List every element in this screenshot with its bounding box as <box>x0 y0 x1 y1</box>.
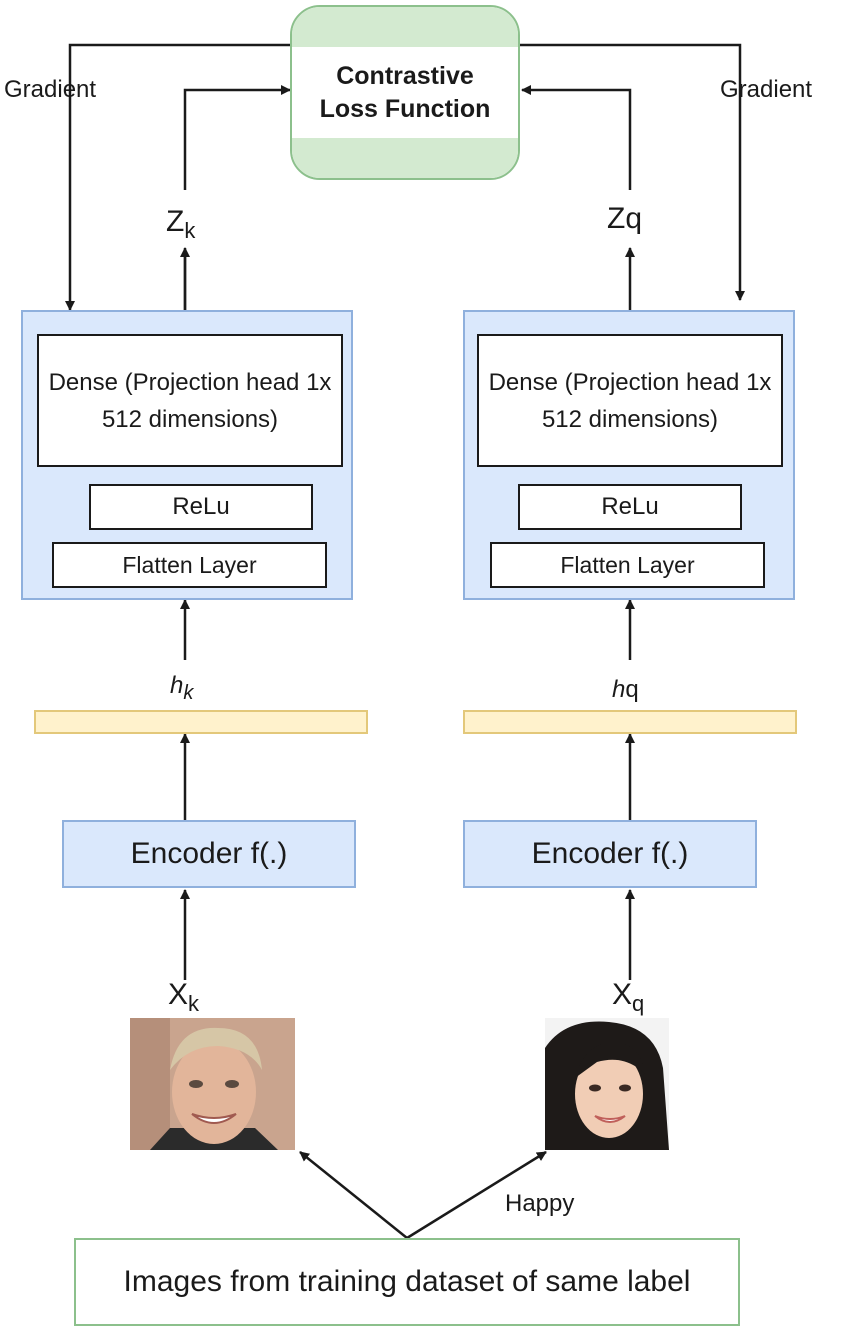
flatten-k-box: Flatten Layer <box>52 542 327 588</box>
happy-label: Happy <box>505 1190 575 1217</box>
face-image-q <box>545 1018 669 1150</box>
zk-label: Zk <box>166 205 196 243</box>
training-dataset-box: Images from training dataset of same lab… <box>74 1238 740 1326</box>
contrastive-loss-label: Contrastive Loss Function <box>319 61 491 123</box>
feature-vector-q <box>463 710 797 734</box>
flatten-q-box: Flatten Layer <box>490 542 765 588</box>
dense-k-box: Dense (Projection head 1x 512 dimensions… <box>37 334 343 467</box>
dense-q-box: Dense (Projection head 1x 512 dimensions… <box>477 334 783 467</box>
gradient-left-arrow <box>65 43 290 311</box>
xq-label: Xq <box>612 978 645 1016</box>
zq-label: Zq <box>607 202 643 235</box>
dataset-to-face-q-arrow <box>406 1150 547 1240</box>
gradient-right-label: Gradient <box>720 76 813 103</box>
contrastive-loss-box: Contrastive Loss Function <box>290 5 520 180</box>
dataset-to-face-k-arrow <box>299 1151 408 1239</box>
gradient-left-label: Gradient <box>4 76 97 103</box>
feature-vector-k <box>34 710 368 734</box>
encoder-k-box: Encoder f(.) <box>62 820 356 888</box>
hq-label: hq <box>612 676 639 703</box>
relu-k-box: ReLu <box>89 484 313 530</box>
zq-to-loss-arrow <box>521 85 632 190</box>
gradient-right-arrow <box>520 43 745 301</box>
face-image-k <box>130 1018 295 1150</box>
encoder-q-box: Encoder f(.) <box>463 820 757 888</box>
zk-to-loss-arrow <box>183 85 291 190</box>
relu-q-box: ReLu <box>518 484 742 530</box>
hk-label: hk <box>170 672 194 704</box>
xk-label: Xk <box>168 978 200 1016</box>
